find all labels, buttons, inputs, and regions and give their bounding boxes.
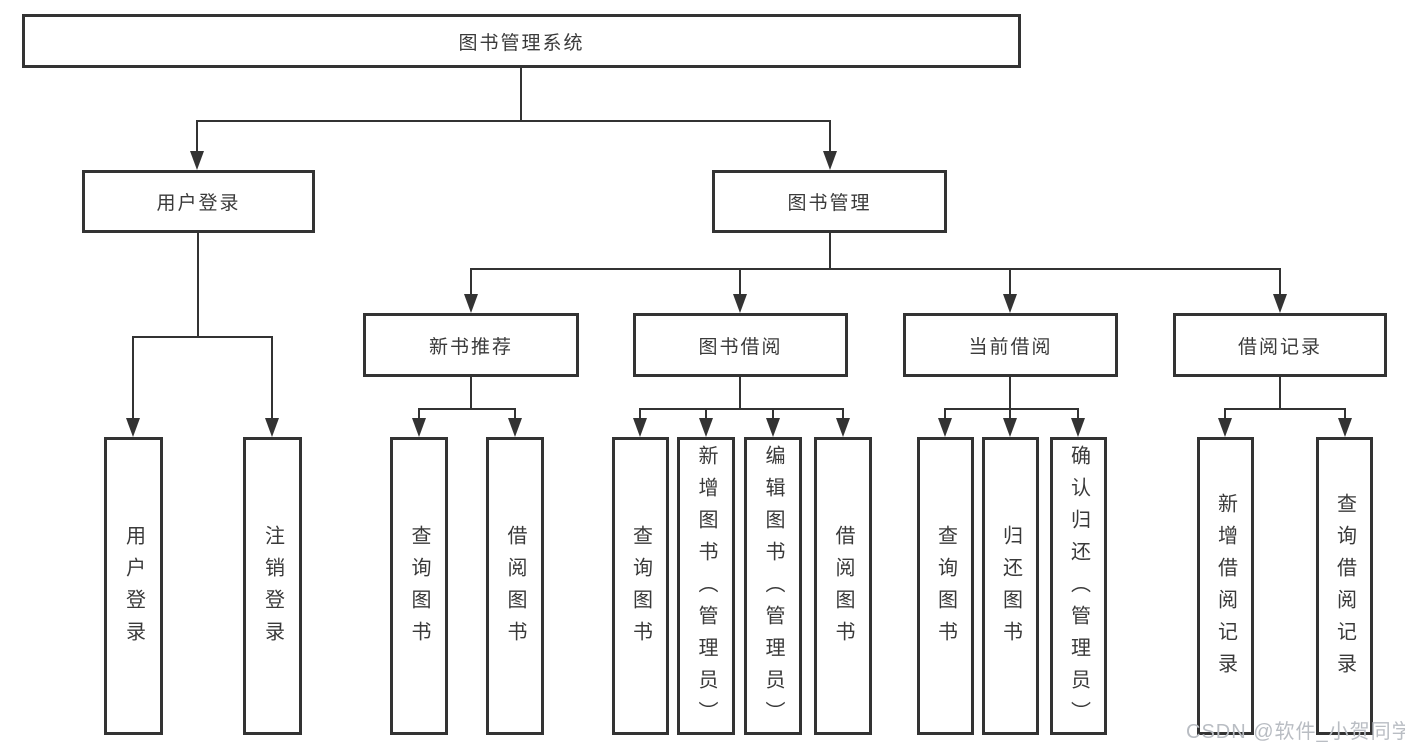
- node-book-borrow: 图书借阅: [633, 313, 848, 377]
- connector-to-leaf-borrow1-line: [514, 408, 516, 420]
- leaf-query-book-1: 查询图书: [390, 437, 448, 735]
- arrowhead-leaf-confirm: [1071, 418, 1085, 437]
- arrowhead-leaf-edit-book: [766, 418, 780, 437]
- arrowhead-leaf-return: [1003, 418, 1017, 437]
- arrowhead-book-borrow: [733, 294, 747, 313]
- connector-borrow-stub: [739, 377, 741, 408]
- csdn-watermark: CSDN @软件_小贺同学: [1186, 721, 1405, 743]
- connector-login-stub: [197, 233, 199, 336]
- connector-to-leaf-query3-line: [944, 408, 946, 420]
- arrowhead-leaf-user-login: [126, 418, 140, 437]
- leaf-borrow-book-1: 借阅图书: [486, 437, 544, 735]
- connector-to-leaf-query1-line: [418, 408, 420, 420]
- connector-to-book-mgmt-line: [829, 120, 831, 153]
- connector-to-leaf-edit-book-line: [772, 408, 774, 420]
- leaf-add-book-admin: 新增图书（管理员）: [677, 437, 735, 735]
- leaf-user-login: 用户登录: [104, 437, 163, 735]
- arrowhead-leaf-query2: [633, 418, 647, 437]
- leaf-confirm-return-admin: 确认归还（管理员）: [1050, 437, 1107, 735]
- connector-login-branch: [132, 336, 273, 338]
- connector-to-leaf-add-record-line: [1224, 408, 1226, 420]
- leaf-query-book-2: 查询图书: [612, 437, 669, 735]
- connector-to-current-borrow-line: [1009, 268, 1011, 296]
- connector-newbook-branch: [418, 408, 516, 410]
- connector-current-stub: [1009, 377, 1011, 408]
- leaf-edit-book-admin: 编辑图书（管理员）: [744, 437, 802, 735]
- connector-to-leaf-confirm-line: [1077, 408, 1079, 420]
- node-borrow-records: 借阅记录: [1173, 313, 1387, 377]
- arrowhead-leaf-borrow1: [508, 418, 522, 437]
- connector-to-leaf-borrow2-line: [842, 408, 844, 420]
- connector-to-new-book-line: [470, 268, 472, 296]
- connector-to-leaf-add-book-line: [705, 408, 707, 420]
- node-current-borrow: 当前借阅: [903, 313, 1118, 377]
- connector-mgmt-branch: [470, 268, 1281, 270]
- connector-to-leaf-query-record-line: [1344, 408, 1346, 420]
- arrowhead-borrow-records: [1273, 294, 1287, 313]
- leaf-borrow-book-2: 借阅图书: [814, 437, 872, 735]
- arrowhead-leaf-add-book: [699, 418, 713, 437]
- connector-borrow-branch: [639, 408, 843, 410]
- arrowhead-user-login: [190, 151, 204, 170]
- arrowhead-leaf-query3: [938, 418, 952, 437]
- node-root: 图书管理系统: [22, 14, 1021, 68]
- arrowhead-book-mgmt: [823, 151, 837, 170]
- arrowhead-leaf-borrow2: [836, 418, 850, 437]
- connector-to-borrow-records-line: [1279, 268, 1281, 296]
- connector-to-leaf-query2-line: [639, 408, 641, 420]
- connector-root-branch: [196, 120, 831, 122]
- arrowhead-leaf-query-record: [1338, 418, 1352, 437]
- connector-to-leaf-user-login-line: [132, 336, 134, 420]
- connector-records-branch: [1224, 408, 1346, 410]
- node-new-book-rec: 新书推荐: [363, 313, 579, 377]
- connector-current-branch: [944, 408, 1079, 410]
- arrowhead-leaf-add-record: [1218, 418, 1232, 437]
- leaf-query-book-3: 查询图书: [917, 437, 974, 735]
- node-user-login-branch: 用户登录: [82, 170, 315, 233]
- node-book-mgmt-branch: 图书管理: [712, 170, 947, 233]
- connector-to-book-borrow-line: [739, 268, 741, 296]
- connector-to-leaf-return-line: [1009, 408, 1011, 420]
- leaf-add-borrow-record: 新增借阅记录: [1197, 437, 1254, 735]
- arrowhead-leaf-query1: [412, 418, 426, 437]
- connector-records-stub: [1279, 377, 1281, 408]
- arrowhead-new-book: [464, 294, 478, 313]
- connector-root-stub: [520, 68, 522, 120]
- connector-mgmt-stub: [829, 233, 831, 268]
- connector-to-leaf-logout-line: [271, 336, 273, 420]
- arrowhead-current-borrow: [1003, 294, 1017, 313]
- leaf-query-borrow-record: 查询借阅记录: [1316, 437, 1373, 735]
- arrowhead-leaf-logout: [265, 418, 279, 437]
- connector-newbook-stub: [470, 377, 472, 408]
- leaf-logout: 注销登录: [243, 437, 302, 735]
- leaf-return-book: 归还图书: [982, 437, 1039, 735]
- connector-to-user-login-line: [196, 120, 198, 153]
